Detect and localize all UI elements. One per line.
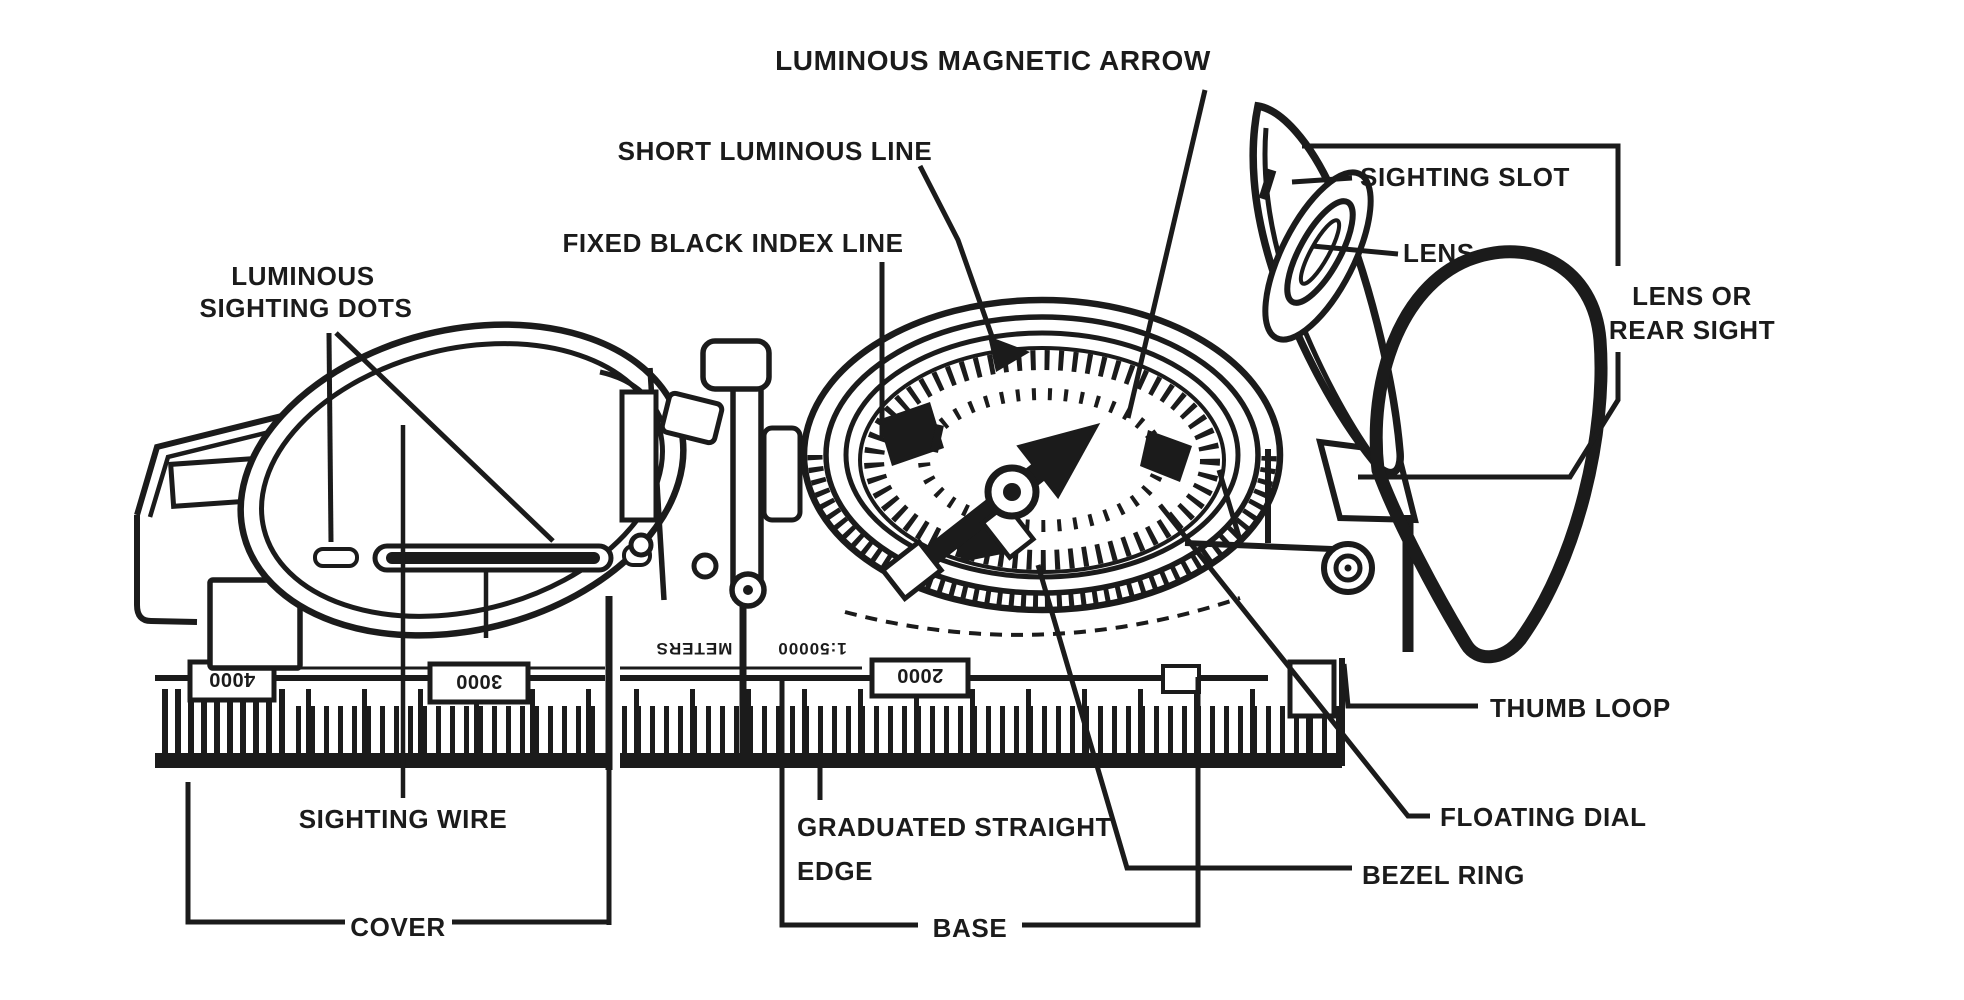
graduated-edge: 4000 3000 2000 METERS 1:50000	[155, 596, 1342, 770]
scale-box-2000: 2000	[869, 657, 971, 699]
label-short-luminous-line: SHORT LUMINOUS LINE	[618, 136, 933, 166]
scale-box-4000-value: 4000	[209, 668, 256, 690]
label-luminous-sighting-dots-line1: LUMINOUS	[231, 261, 374, 291]
leader-floating-dial	[1158, 503, 1430, 819]
label-sighting-wire: SIGHTING WIRE	[299, 804, 508, 834]
label-graduated-straight-edge-line1: GRADUATED STRAIGHT	[797, 812, 1112, 842]
leader-lines	[185, 89, 1621, 928]
leader-short-luminous-line	[917, 164, 998, 346]
leader-luminous-magnetic-arrow	[1125, 89, 1208, 419]
bracket-cover	[185, 597, 612, 925]
leader-sighting-dot-left	[326, 332, 334, 543]
scale-box-3000-value: 3000	[456, 670, 503, 692]
label-fixed-black-index-line: FIXED BLACK INDEX LINE	[562, 228, 903, 258]
compass-capsule	[800, 296, 1284, 637]
dial-degree-marks	[864, 350, 1220, 570]
ruler-end-tab	[1161, 664, 1201, 694]
label-cover: COVER	[350, 912, 445, 942]
label-lens-or-rear-sight-line1: LENS OR	[1632, 281, 1752, 311]
lens-rear-sight	[1249, 101, 1404, 477]
label-bezel-ring: BEZEL RING	[1362, 860, 1525, 890]
thumb-loop-wire	[1369, 245, 1608, 664]
hinge-group	[619, 338, 803, 609]
label-base: BASE	[933, 913, 1008, 943]
label-lens-or-rear-sight-line2: REAR SIGHT	[1609, 315, 1775, 345]
leader-sighting-dot-right	[334, 331, 555, 543]
label-lens: LENS	[1403, 238, 1475, 268]
lens-glass	[1284, 198, 1356, 306]
leader-thumb-loop	[1341, 663, 1478, 709]
label-thumb-loop: THUMB LOOP	[1490, 693, 1671, 723]
luminous-dot-left	[313, 547, 359, 568]
leader-lens	[1311, 243, 1399, 257]
label-luminous-sighting-dots-line2: SIGHTING DOTS	[200, 293, 413, 323]
label-floating-dial: FLOATING DIAL	[1440, 802, 1647, 832]
scale-box-3000: 3000	[427, 661, 531, 705]
leader-bezel-ring	[1035, 564, 1352, 871]
bracket-lens-or-rear-sight	[1302, 143, 1621, 480]
label-sighting-slot: SIGHTING SLOT	[1360, 162, 1570, 192]
label-luminous-magnetic-arrow: LUMINOUS MAGNETIC ARROW	[775, 45, 1211, 76]
scale-box-2000-value: 2000	[897, 664, 944, 686]
leader-sighting-slot	[1291, 175, 1353, 185]
ruler-scale-label: 1:50000	[777, 639, 846, 658]
short-luminous-line-mark	[930, 424, 944, 453]
ruler-meters-label: METERS	[656, 639, 733, 658]
bracket-base	[779, 677, 1201, 928]
callout-labels: LUMINOUS MAGNETIC ARROW SHORT LUMINOUS L…	[200, 45, 1775, 943]
bezel-ring-teeth	[807, 454, 1277, 610]
label-graduated-straight-edge-line2: EDGE	[797, 856, 873, 886]
sighting-slot-mark	[1258, 168, 1277, 201]
fixed-index-marker	[988, 336, 1030, 372]
